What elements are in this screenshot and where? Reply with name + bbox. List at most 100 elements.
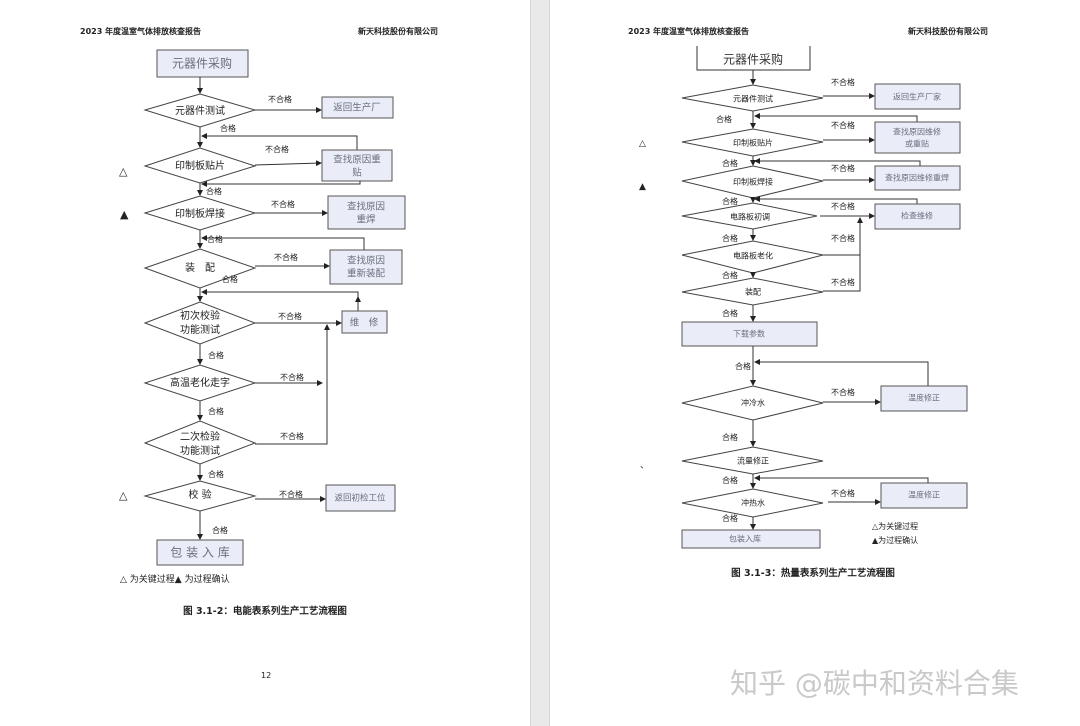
- pass-label: 合格: [208, 469, 224, 479]
- hot-water-text: 冲热水: [741, 498, 765, 508]
- right-page: 2023 年度温室气体排放核查报告 新天科技股份有限公司 元器件采购 元器件测试…: [628, 26, 988, 579]
- header-company: 新天科技股份有限公司: [908, 26, 988, 36]
- figure-caption: 图 3.1-3：热量表系列生产工艺流程图: [731, 567, 895, 579]
- pass-label: 合格: [722, 432, 738, 442]
- return-factory-text: 返回生产厂: [333, 102, 381, 114]
- pass-label: 合格: [722, 308, 738, 318]
- fail-label: 不合格: [831, 488, 855, 498]
- fail-label: 不合格: [831, 77, 855, 87]
- second-check-text: 二次检验: [180, 430, 220, 443]
- pass-label: 合格: [212, 525, 228, 535]
- watermark: 知乎 @碳中和资料合集: [730, 667, 1019, 700]
- stray-mark: 、: [640, 461, 649, 471]
- download-text: 下载参数: [733, 329, 765, 339]
- temp-fix-box: [880, 482, 968, 509]
- fail-label: 不合格: [278, 311, 302, 321]
- left-page: 2023 年度温室气体排放核查报告 新天科技股份有限公司 元器件采购 元器件测试…: [80, 26, 438, 680]
- reweld-text: 查找原因: [347, 201, 385, 213]
- first-check-text: 初次校验: [180, 309, 220, 322]
- key-process-mark: △: [119, 165, 128, 178]
- debug-decision: [681, 202, 818, 230]
- fail-label: 不合格: [831, 387, 855, 397]
- pack-text: 包装入库: [729, 534, 761, 544]
- pass-label: 合格: [722, 196, 738, 206]
- legend-confirm: ▲为过程确认: [872, 535, 918, 545]
- reweld-text: 重焊: [356, 214, 376, 226]
- return-factory-box: [874, 83, 961, 110]
- resmt-text: 查找原因重: [333, 154, 381, 166]
- page-gap: [530, 0, 550, 726]
- fail-label: 不合格: [831, 201, 855, 211]
- first-check-decision: [143, 301, 257, 345]
- pass-label: 合格: [722, 475, 738, 485]
- fail-label: 不合格: [831, 233, 855, 243]
- first-check-text: 功能测试: [180, 323, 220, 336]
- pack-text: 包 装 入 库: [170, 545, 229, 560]
- resmt-text: 查找原因维修: [893, 127, 941, 137]
- test-decision: [681, 84, 824, 112]
- fail-label: 不合格: [831, 277, 855, 287]
- fail-label: 不合格: [280, 431, 304, 441]
- second-check-text: 功能测试: [180, 444, 220, 457]
- fail-label: 不合格: [271, 199, 295, 209]
- key-process-mark: △: [639, 139, 646, 149]
- key-process-mark: △: [119, 489, 128, 502]
- reweld-box: [874, 165, 961, 191]
- fail-label: 不合格: [831, 120, 855, 130]
- test-text: 元器件测试: [175, 104, 225, 117]
- resmt-box: [321, 149, 393, 182]
- fail-label: 不合格: [280, 372, 304, 382]
- pass-label: 合格: [208, 406, 224, 416]
- assembly-decision: [681, 277, 824, 306]
- second-check-decision: [143, 420, 257, 465]
- pass-label: 合格: [207, 234, 223, 244]
- fail-label: 不合格: [831, 163, 855, 173]
- pass-label: 合格: [722, 270, 738, 280]
- reweld-text: 查找原因维修重焊: [885, 173, 949, 183]
- pass-label: 合格: [220, 123, 236, 133]
- header-company: 新天科技股份有限公司: [358, 26, 438, 36]
- return-factory-text: 返回生产厂家: [893, 92, 941, 102]
- assembly-decision: [143, 248, 257, 289]
- header-title: 2023 年度温室气体排放核查报告: [628, 26, 749, 36]
- header-title: 2023 年度温室气体排放核查报告: [80, 26, 201, 36]
- weld-text: 印制板焊接: [175, 207, 225, 220]
- page-number: 12: [261, 671, 271, 680]
- return-station-text: 返回初检工位: [334, 493, 386, 504]
- debug-text: 电路板初调: [730, 212, 770, 222]
- aging-text: 电路板老化: [733, 251, 773, 261]
- fail-label: 不合格: [274, 252, 298, 262]
- smt-decision: [143, 147, 257, 184]
- resmt-text: 贴: [352, 167, 362, 179]
- temp-fix-box: [880, 385, 968, 412]
- calibrate-decision: [143, 480, 257, 512]
- weld-decision: [681, 165, 824, 199]
- pass-label: 合格: [722, 158, 738, 168]
- pass-label: 合格: [716, 114, 732, 124]
- cold-water-decision: [681, 385, 824, 421]
- hot-water-decision: [681, 488, 824, 518]
- weld-text: 印制板焊接: [733, 177, 773, 187]
- calibrate-text: 校 验: [188, 488, 211, 501]
- resmt-text: 或重贴: [905, 139, 929, 149]
- download-box: [681, 321, 818, 347]
- inspect-repair-text: 检查维修: [901, 211, 933, 221]
- temp-fix-text: 温度修正: [908, 490, 940, 500]
- return-station-box: [325, 484, 396, 512]
- pass-label: 合格: [222, 274, 238, 284]
- pass-label: 合格: [206, 186, 222, 196]
- legend: △ 为关键过程▲ 为过程确认: [120, 573, 230, 585]
- reassembly-text: 重新装配: [347, 268, 386, 280]
- pass-label: 合格: [735, 361, 751, 371]
- repair-box: [341, 310, 388, 334]
- flow-fix-text: 流量修正: [737, 456, 769, 466]
- confirm-mark: ▲: [639, 182, 646, 192]
- assembly-text: 装配: [745, 287, 761, 297]
- reassembly-text: 查找原因: [347, 255, 385, 267]
- procure-text: 元器件采购: [723, 52, 783, 67]
- smt-text: 印制板贴片: [733, 138, 773, 148]
- pass-label: 合格: [208, 350, 224, 360]
- temp-fix-text: 温度修正: [908, 393, 940, 403]
- figure-caption: 图 3.1-2：电能表系列生产工艺流程图: [183, 605, 347, 617]
- confirm-mark: ▲: [120, 208, 129, 221]
